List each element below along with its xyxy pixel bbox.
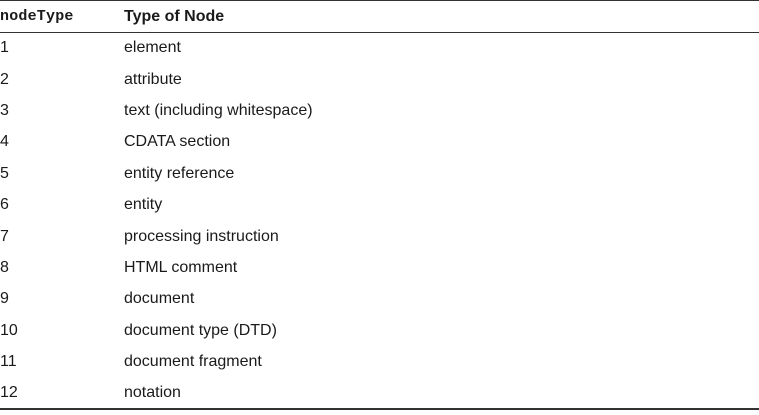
nodetype-cell: 1 <box>0 39 9 57</box>
nodetype-cell: 7 <box>0 227 9 245</box>
type-of-node-cell: notation <box>124 383 181 401</box>
column-header-type-of-node: Type of Node <box>124 7 225 25</box>
table-body: 1 element 2 attribute 3 text (including … <box>0 33 759 410</box>
table-row: 3 text (including whitespace) <box>0 95 759 126</box>
type-of-node-cell: attribute <box>124 70 182 88</box>
table-row: 6 entity <box>0 189 759 220</box>
type-of-node-cell: document fragment <box>124 353 262 371</box>
nodetype-cell: 5 <box>0 164 9 182</box>
type-of-node-cell: document type (DTD) <box>124 321 277 339</box>
header-row: nodeType Type of Node <box>0 0 759 33</box>
nodetype-cell: 4 <box>0 133 9 151</box>
type-of-node-cell: processing instruction <box>124 227 279 245</box>
column-header-nodetype: nodeType <box>0 8 74 25</box>
nodetype-cell: 9 <box>0 290 9 308</box>
type-of-node-cell: entity <box>124 196 163 214</box>
type-of-node-cell: element <box>124 39 181 57</box>
nodetype-cell: 6 <box>0 196 9 214</box>
table-row: 1 element <box>0 33 759 64</box>
nodetype-cell: 3 <box>0 101 9 119</box>
type-of-node-cell: CDATA section <box>124 133 231 151</box>
nodetype-cell: 8 <box>0 258 9 276</box>
table-row: 8 HTML comment <box>0 252 759 283</box>
table-row: 5 entity reference <box>0 158 759 189</box>
nodetype-cell: 2 <box>0 70 9 88</box>
table-row: 12 notation <box>0 378 759 410</box>
nodetype-cell: 12 <box>0 383 18 401</box>
table-row: 2 attribute <box>0 64 759 95</box>
type-of-node-cell: text (including whitespace) <box>124 101 313 119</box>
table-header: nodeType Type of Node <box>0 0 759 33</box>
table-row: 7 processing instruction <box>0 221 759 252</box>
table-row: 9 document <box>0 284 759 315</box>
type-of-node-cell: HTML comment <box>124 258 238 276</box>
table-row: 4 CDATA section <box>0 127 759 158</box>
type-of-node-cell: document <box>124 290 195 308</box>
table-row: 11 document fragment <box>0 346 759 377</box>
nodetype-cell: 11 <box>0 353 17 371</box>
nodetype-cell: 10 <box>0 321 18 339</box>
table-row: 10 document type (DTD) <box>0 315 759 346</box>
type-of-node-cell: entity reference <box>124 164 235 182</box>
